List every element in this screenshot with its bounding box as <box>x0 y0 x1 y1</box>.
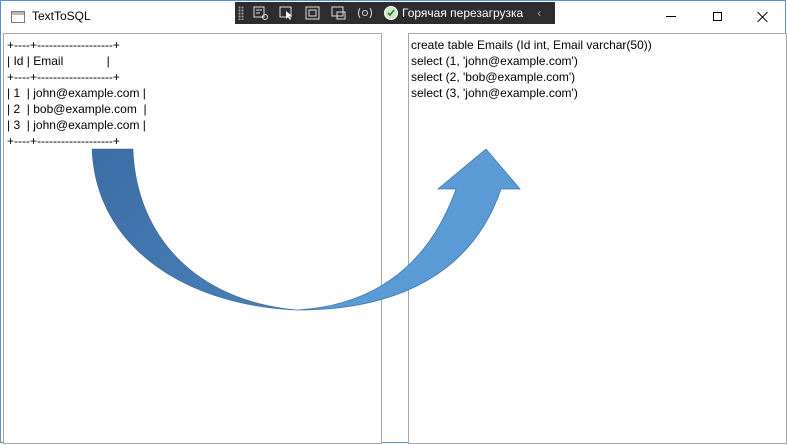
app-window-icon <box>11 11 25 23</box>
track-focused-element-icon <box>331 6 346 20</box>
maximize-icon <box>712 12 722 21</box>
xaml-devtools-toolbar: Горячая перезагрузка ‹ <box>235 2 555 24</box>
minimize-button[interactable] <box>648 1 694 32</box>
binding-failures-icon <box>358 7 372 19</box>
minimize-icon <box>666 16 676 17</box>
select-element-icon <box>279 6 292 20</box>
toolbar-grip-icon[interactable] <box>238 6 244 20</box>
sql-output[interactable]: create table Emails (Id int, Email varch… <box>408 33 787 444</box>
close-icon <box>757 11 769 23</box>
track-focused-element-button[interactable] <box>330 5 348 21</box>
ascii-table-input[interactable]: +----+-------------------+ | Id | Email … <box>3 33 382 444</box>
live-visual-tree-button[interactable] <box>252 5 270 21</box>
ascii-table-text: +----+-------------------+ | Id | Email … <box>7 38 147 148</box>
display-layout-adorners-button[interactable] <box>304 5 322 21</box>
binding-failures-button[interactable] <box>356 5 374 21</box>
close-button[interactable] <box>740 1 786 32</box>
sql-output-text: create table Emails (Id int, Email varch… <box>411 38 652 100</box>
hot-reload-status[interactable]: Горячая перезагрузка <box>384 6 523 20</box>
window-title: TextToSQL <box>32 9 91 23</box>
hot-reload-label: Горячая перезагрузка <box>402 6 524 20</box>
checkmark-icon <box>384 6 398 20</box>
maximize-button[interactable] <box>694 1 740 32</box>
select-element-button[interactable] <box>278 5 296 21</box>
display-layout-adorners-icon <box>305 6 320 20</box>
live-visual-tree-icon <box>253 6 268 20</box>
collapse-toolbar-chevron-left-icon[interactable]: ‹ <box>537 6 542 20</box>
